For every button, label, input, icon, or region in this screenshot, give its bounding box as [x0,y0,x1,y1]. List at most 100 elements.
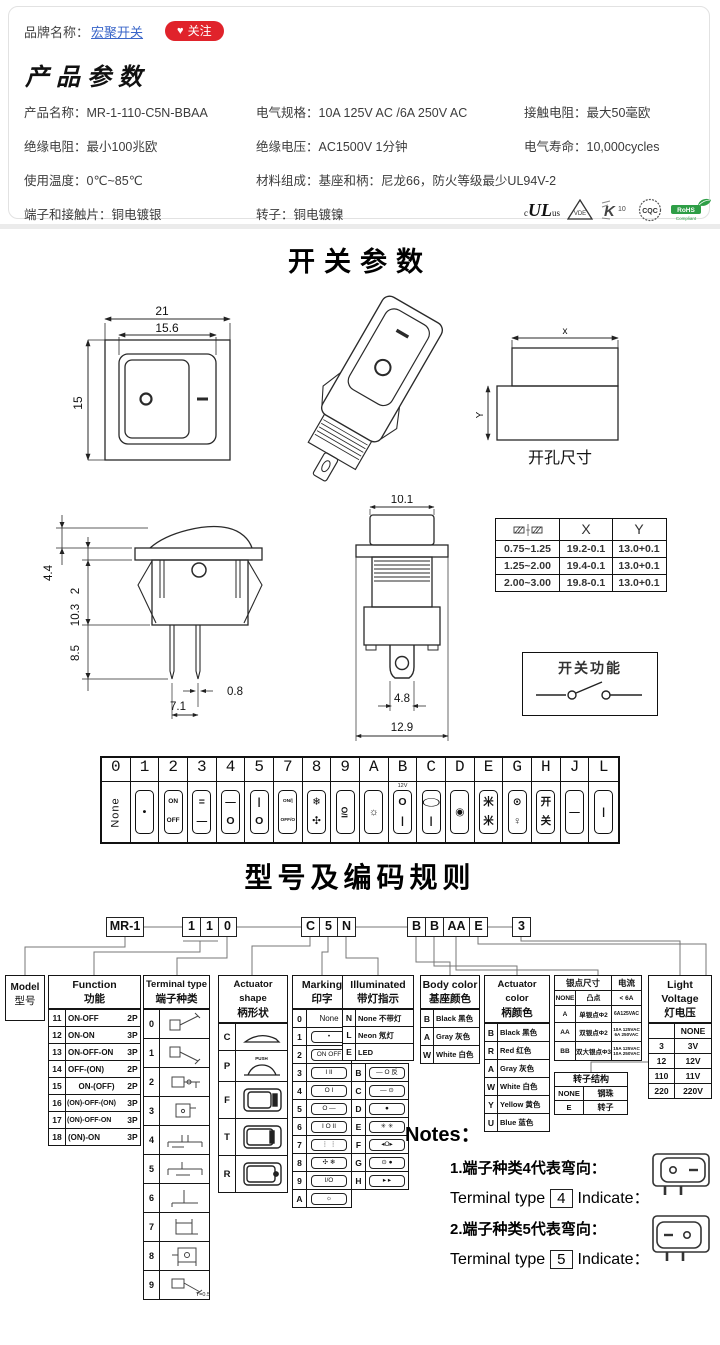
terminal-drawing-6 [171,1190,198,1207]
svg-text:0.8: 0.8 [227,686,243,698]
code-box: C [301,917,320,937]
svg-text:开孔尺寸: 开孔尺寸 [528,449,592,467]
brand-row: 品牌名称： 宏聚开关 ♥ 关注 [24,21,224,41]
svg-text:Y: Y [475,411,486,418]
marking-row: D● [352,1099,408,1117]
cutout-drawing [485,335,619,441]
k10-logo: K 10 [601,200,626,220]
svg-text:RoHS: RoHS [677,207,695,214]
code-symbol: —O [220,790,240,834]
spec-item: 绝缘电阻：最小100兆欧 [24,140,158,154]
svg-text:4.4: 4.4 [43,564,55,581]
terminal-drawing-8 [171,1247,196,1266]
terminal-type-4-switch-icon [652,1153,710,1195]
terminal-row: 3 [144,1096,209,1125]
terminal-thickness-note: T=0.5 [195,1292,210,1298]
hatch-icon [496,519,559,540]
terminal-row: 8 [144,1241,209,1270]
shape-t-icon [242,1125,282,1149]
follow-label: 关注 [187,24,212,38]
marking-row: H▸ ▸ [352,1171,408,1189]
spec-item: 电气规格：10A 125V AC /6A 250V AC [256,106,468,120]
terminal-type-5-box: 5 [550,1250,573,1269]
code-box: 5 [319,917,338,937]
note-2-cn: 2.端子种类5代表弯向： [450,1221,606,1238]
svg-text:12.9: 12.9 [391,722,413,734]
end-view-drawing [355,504,449,741]
svg-text:VDE: VDE [574,211,586,217]
code-symbol: | [594,790,614,834]
terminal-row: 4 [144,1125,209,1154]
code-box: 1 [200,917,219,937]
brand-name-link[interactable]: 宏聚开关 [91,24,144,40]
shape-row: C [219,1023,287,1050]
terminal-drawing-5 [167,1162,202,1176]
terminal-row: 7 [144,1212,209,1241]
svg-text:K: K [604,203,616,220]
code-symbol: • [134,790,154,834]
cqc-logo: CQC [638,198,662,221]
terminal-drawing-3 [175,1103,196,1118]
switch-params-title: 开关参数 [288,247,432,277]
follow-button[interactable]: ♥ 关注 [165,21,224,41]
terminal-type-5-switch-icon [652,1215,710,1261]
terminal-drawing-0 [169,1012,200,1031]
code-symbol: ☼ [364,790,384,834]
code-box: AA [443,917,470,937]
terminal-row: 1 [144,1038,209,1067]
terminal-drawing-1 [169,1046,200,1065]
shape-f-icon [242,1088,282,1112]
code-symbol: ❄✣ [306,790,326,834]
svg-text:Compliant: Compliant [676,216,697,221]
terminal-drawing-4 [167,1135,202,1148]
svg-text:21: 21 [155,304,169,318]
spst-symbol [536,681,642,700]
code-symbol: — [564,790,584,834]
marking-row: F◂O▸ [352,1135,408,1153]
spec-item: 材料组成：基座和柄：尼龙66，防火等级最少UL94V-2 [256,174,557,188]
shape-c-icon [242,1035,281,1043]
spec-grid: 产品名称：MR-1-110-C5N-BBAA 电气规格：10A 125V AC … [24,102,712,223]
svg-text:15: 15 [71,396,85,410]
code-symbol: |O [249,790,269,834]
rohs-logo: RoHS Compliant [671,198,712,221]
code-symbol: =— [192,790,212,834]
terminal-drawing-2 [171,1076,200,1088]
spec-item: 绝缘电压：AC1500V 1分钟 [256,140,408,154]
marking-row: 8✣ ❄ [293,1153,351,1171]
terminal-type-4-box: 4 [550,1189,573,1208]
terminal-drawing-7 [175,1219,198,1235]
code-box: E [469,917,488,937]
marking-row: C— ⊙ [352,1081,408,1099]
switch-drawings-bottom: 4.4 2 10.3 8.5 0.8 7.1 10.1 4.8 12.9 [43,495,449,741]
spec-item: 使用温度：0℃~85℃ [24,174,143,188]
